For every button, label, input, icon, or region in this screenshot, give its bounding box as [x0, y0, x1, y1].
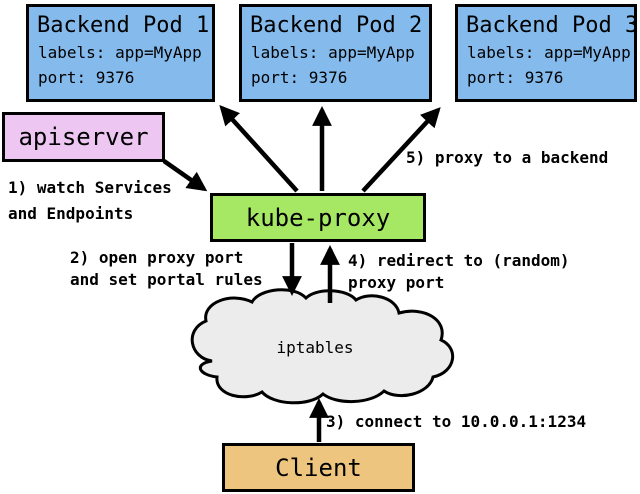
arrow-kube-proxy-to-pod1	[219, 105, 299, 193]
apiserver-label: apiserver	[18, 123, 149, 151]
iptables-cloud	[190, 288, 455, 405]
backend-pod-1-port: port: 9376	[38, 68, 135, 87]
client-box: Client	[222, 443, 415, 492]
annotation-step5: 5) proxy to a backend	[406, 148, 609, 167]
backend-pod-2-labels: labels: app=MyApp	[251, 43, 415, 62]
backend-pod-2-port: port: 9376	[251, 68, 348, 87]
backend-pod-3-labels: labels: app=MyApp	[467, 43, 631, 62]
client-label: Client	[275, 453, 362, 482]
apiserver-box: apiserver	[2, 112, 165, 162]
backend-pod-3-port: port: 9376	[467, 68, 564, 87]
annotation-step2: 2) open proxy port and set portal rules	[70, 247, 263, 291]
annotation-step1-line1: 1) watch Services	[8, 178, 172, 197]
backend-pod-1-title: Backend Pod 1	[37, 13, 210, 38]
annotation-step2-line1: 2) open proxy port	[70, 248, 244, 267]
annotation-step3: 3) connect to 10.0.0.1:1234	[326, 412, 587, 431]
kube-proxy-box: kube-proxy	[210, 193, 426, 242]
arrow-kube-proxy-to-pod3	[361, 107, 441, 193]
annotation-step4: 4) redirect to (random) proxy port	[348, 250, 570, 294]
backend-pod-1-box: Backend Pod 1 labels: app=MyApp port: 93…	[26, 4, 215, 102]
annotation-step1: 1) watch Services and Endpoints	[8, 175, 172, 227]
annotation-step4-line1: 4) redirect to (random)	[348, 251, 570, 270]
backend-pod-3-box: Backend Pod 3 labels: app=MyApp port: 93…	[455, 4, 639, 102]
backend-pod-1-labels: labels: app=MyApp	[38, 43, 202, 62]
annotation-step2-line2: and set portal rules	[70, 270, 263, 289]
backend-pod-2-box: Backend Pod 2 labels: app=MyApp port: 93…	[239, 4, 432, 102]
iptables-label: iptables	[276, 338, 354, 357]
backend-pod-3-title: Backend Pod 3	[466, 13, 639, 38]
backend-pod-2-title: Backend Pod 2	[250, 13, 423, 38]
kube-proxy-label: kube-proxy	[245, 203, 391, 232]
annotation-step4-line2: proxy port	[348, 273, 445, 292]
arrow-apiserver-to-kube-proxy	[162, 159, 208, 192]
annotation-step1-line2: and Endpoints	[8, 204, 134, 223]
